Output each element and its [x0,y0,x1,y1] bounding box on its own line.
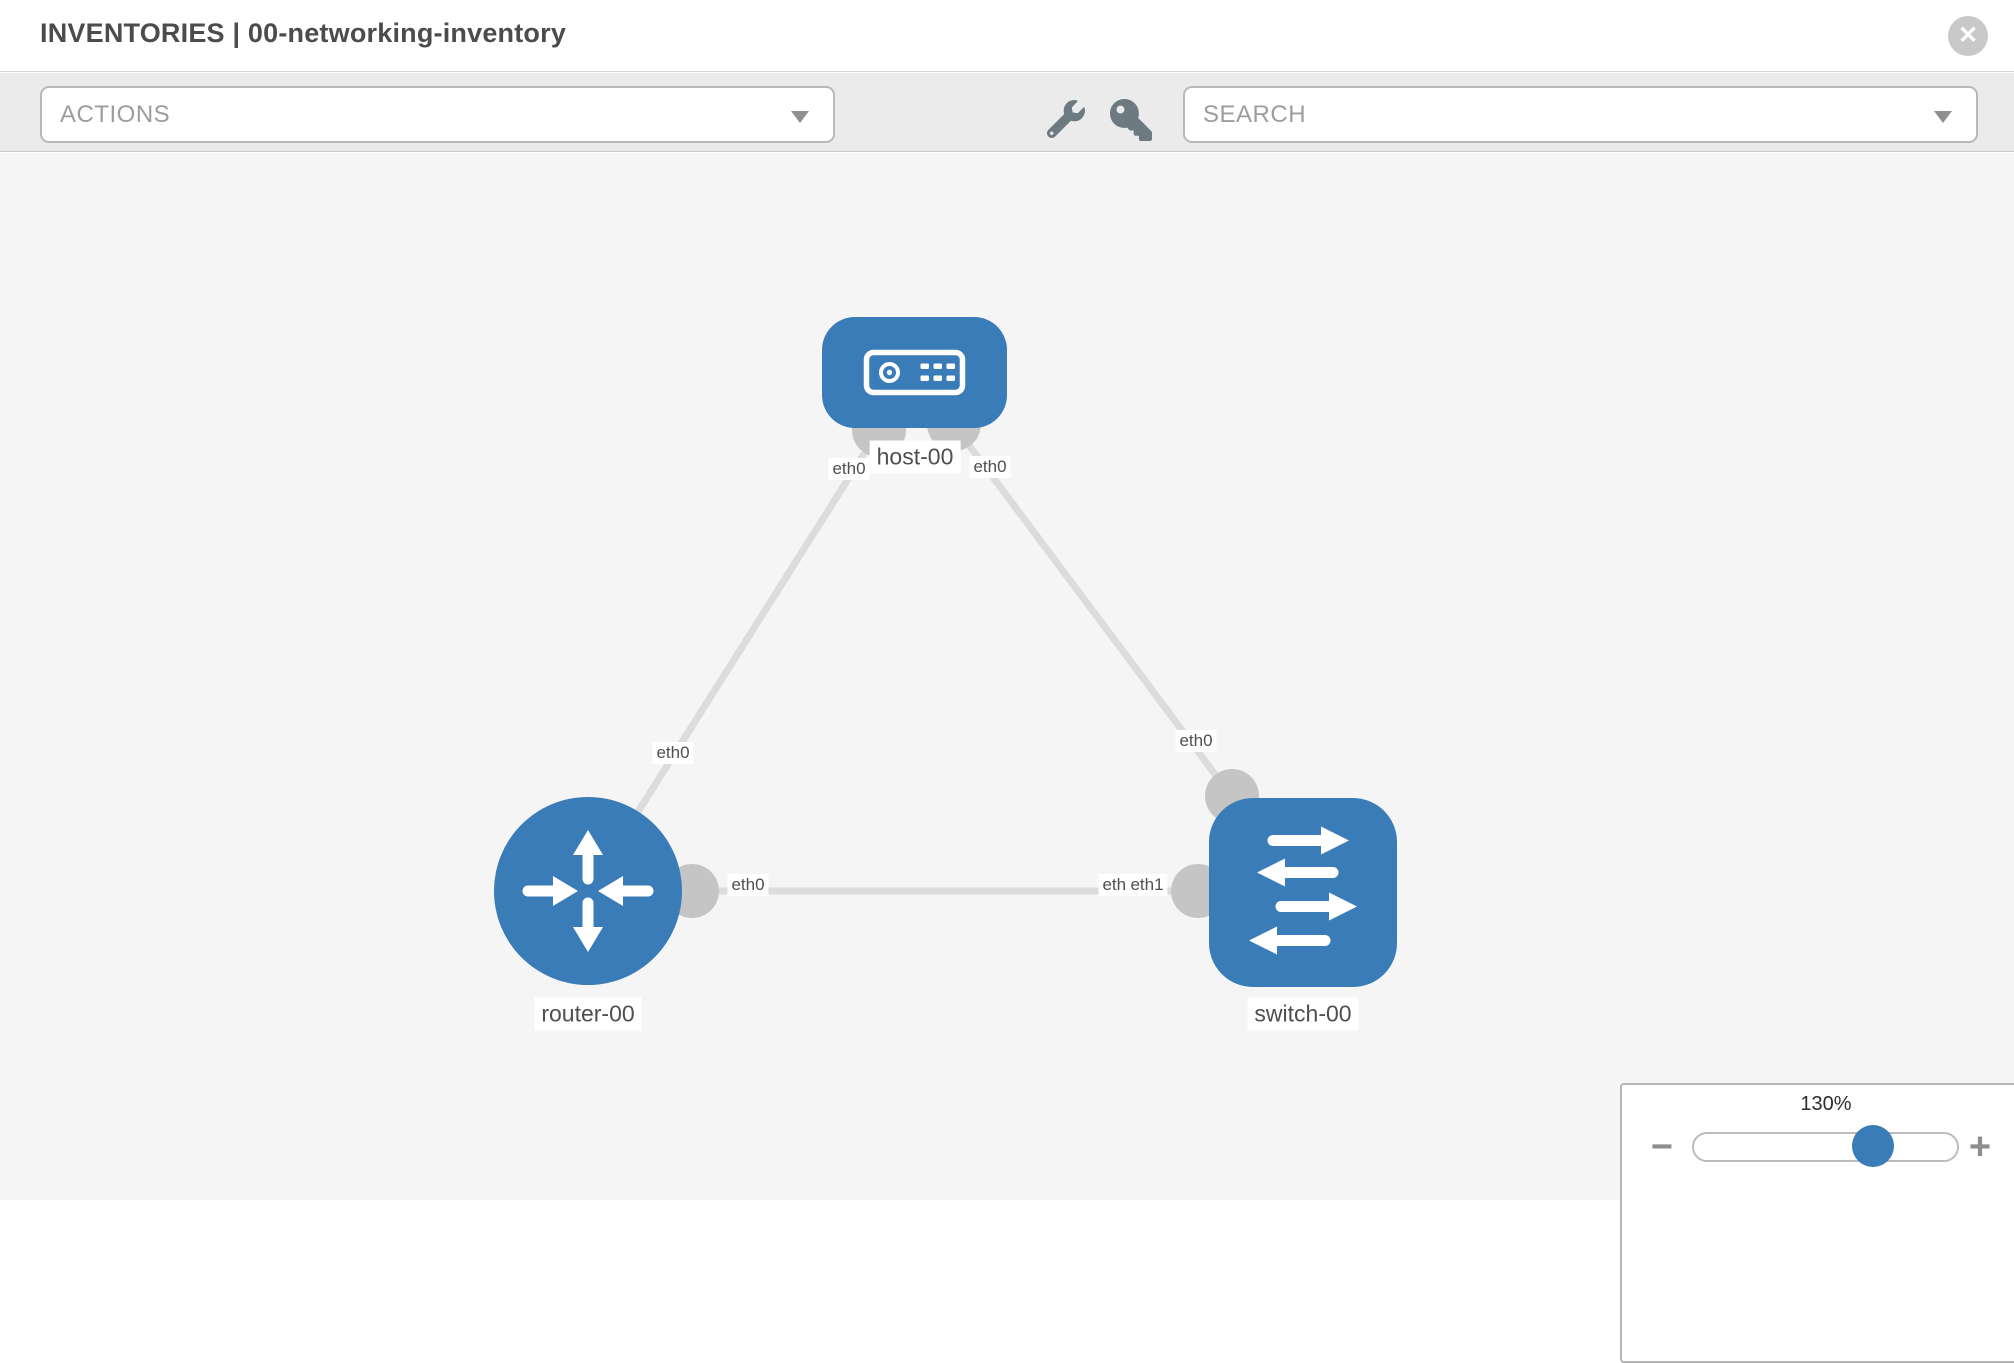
node-label-host: host-00 [869,440,961,474]
header-bar: INVENTORIES | 00-networking-inventory ✕ [0,0,2014,72]
interface-label: eth0 [969,456,1011,478]
zoom-level-value: 130% [1800,1093,1852,1115]
search-dropdown[interactable]: SEARCH [1183,86,1978,143]
router-icon [522,830,654,952]
page-title: INVENTORIES | 00-networking-inventory [40,18,567,48]
interface-label: eth1 [1126,874,1168,896]
host-icon [863,349,966,396]
actions-dropdown-label: ACTIONS [60,101,171,128]
node-label-router: router-00 [534,997,642,1031]
actions-dropdown[interactable]: ACTIONS [40,86,835,143]
zoom-control-panel: 130% − + [1620,1083,2014,1363]
zoom-in-button[interactable]: + [1962,1128,1998,1166]
node-switch[interactable] [1209,798,1397,987]
chevron-down-icon [791,111,809,123]
search-dropdown-label: SEARCH [1203,101,1307,128]
zoom-out-button[interactable]: − [1644,1128,1680,1166]
interface-label: eth0 [652,742,694,764]
node-host[interactable] [822,317,1007,428]
zoom-slider-thumb[interactable] [1851,1125,1894,1167]
topology-canvas[interactable]: host-00 router-00 switch-00 eth0 eth0 et… [0,153,2014,1363]
interface-label: eth0 [828,458,870,480]
wrench-icon[interactable] [1047,100,1085,138]
chevron-down-icon [1934,111,1952,123]
zoom-slider-track[interactable] [1692,1125,1959,1167]
key-icon[interactable] [1110,99,1152,141]
interface-label: eth0 [1175,730,1217,752]
close-icon[interactable]: ✕ [1948,16,1988,56]
toolbar: ACTIONS SEARCH [0,73,2014,152]
node-label-switch: switch-00 [1247,997,1359,1031]
node-router[interactable] [494,797,682,985]
switch-icon [1249,826,1357,955]
interface-label: eth0 [727,874,769,896]
